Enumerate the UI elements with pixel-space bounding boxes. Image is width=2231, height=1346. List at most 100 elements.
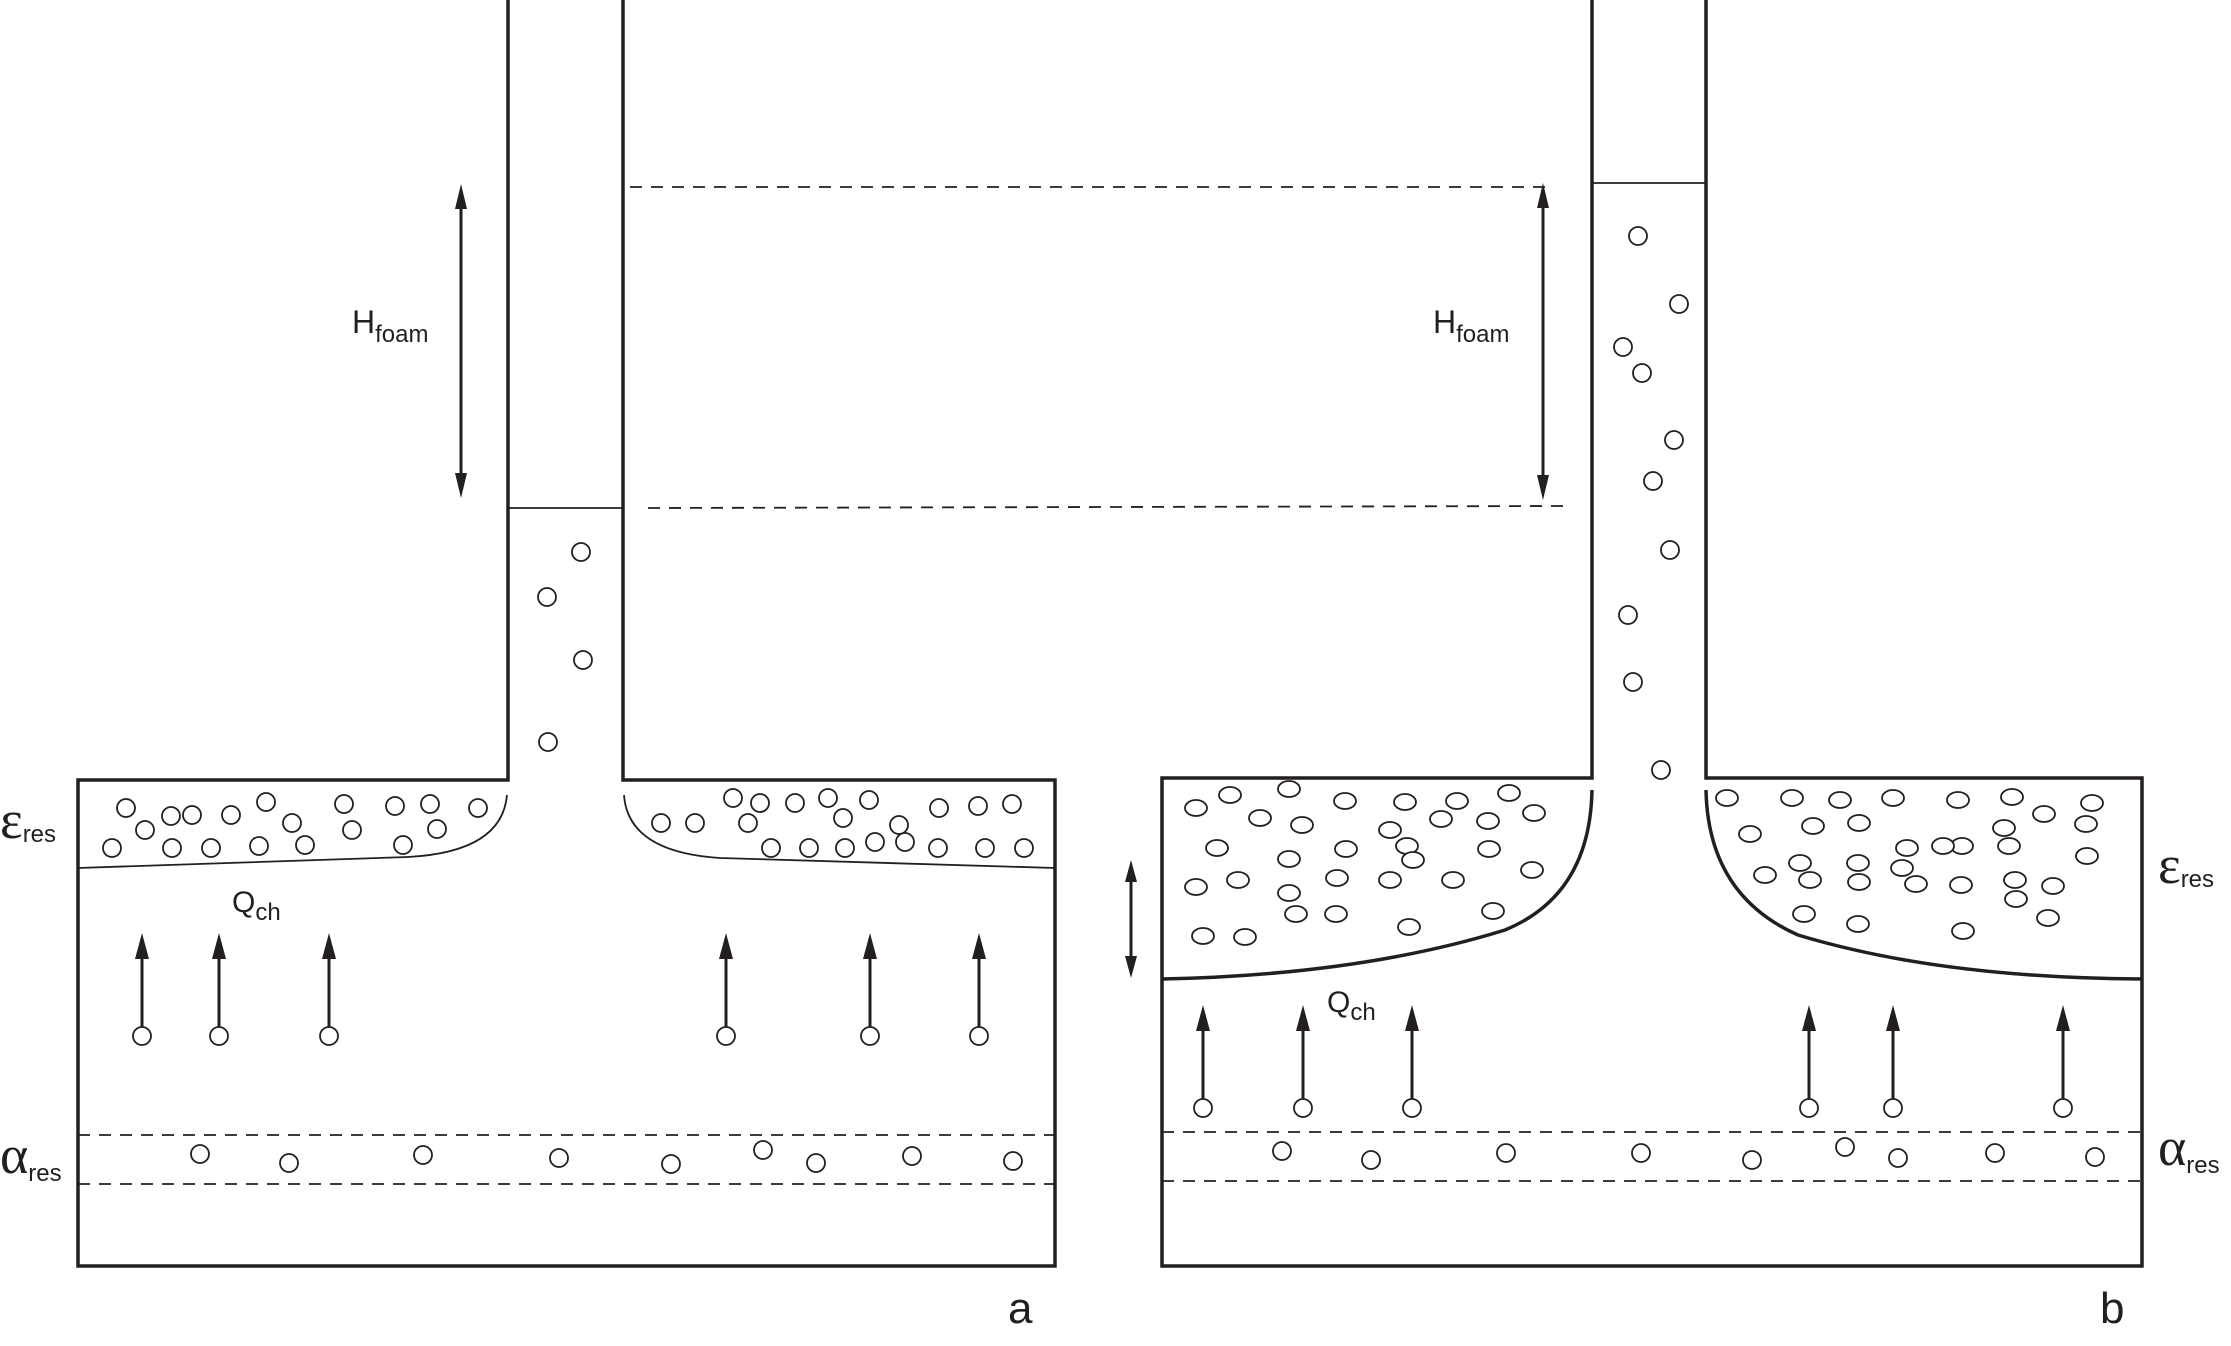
foam-a-left-boundary <box>77 794 508 869</box>
liquid-bubble <box>549 1148 569 1168</box>
foam-bubble <box>1946 791 1970 809</box>
foam-bubble <box>2000 788 2024 806</box>
foam-bubble <box>1846 854 1870 872</box>
liquid-bubble <box>661 1154 681 1174</box>
foam-bubble <box>2036 909 2060 927</box>
liquid-bubble <box>1742 1150 1762 1170</box>
foam-bubble <box>1014 838 1034 858</box>
foam-a-right-boundary <box>623 794 1056 869</box>
foam-bubble <box>1931 837 1955 855</box>
liquid-bubble <box>279 1153 299 1173</box>
foam-bubble <box>1828 791 1852 809</box>
foam-bubble <box>1715 789 1739 807</box>
chimney-bubble <box>1623 672 1643 692</box>
foam-bubble <box>2080 794 2104 812</box>
foam-bubble <box>385 796 405 816</box>
foam-bubble <box>182 805 202 825</box>
foam-bubble <box>1477 840 1501 858</box>
foam-bubble <box>895 832 915 852</box>
foam-bubble <box>889 815 909 835</box>
chimney-bubble <box>1613 337 1633 357</box>
foam-bubble <box>865 832 885 852</box>
foam-bubble <box>1792 905 1816 923</box>
foam-bubble <box>1284 905 1308 923</box>
foam-bubble <box>833 808 853 828</box>
liquid-bubble <box>413 1145 433 1165</box>
liquid-bubble <box>1888 1148 1908 1168</box>
chimney-bubble <box>1664 430 1684 450</box>
foam-bubble <box>1445 792 1469 810</box>
liquid-bubble <box>1631 1143 1651 1163</box>
foam-bubble <box>929 798 949 818</box>
foam-bubble <box>1949 876 1973 894</box>
panel-label-a: a <box>1008 1284 1033 1333</box>
foam-bubble <box>2003 871 2027 889</box>
foam-bubble <box>785 793 805 813</box>
rising-bubble-arrow <box>132 933 152 1046</box>
foam-bubble <box>102 838 122 858</box>
foam-bubble <box>1277 850 1301 868</box>
foam-bubble <box>685 813 705 833</box>
foam-bubble <box>1184 878 1208 896</box>
liquid-bubble <box>806 1153 826 1173</box>
rising-bubble-arrow <box>1193 1005 1213 1118</box>
foam-b-right-boundary <box>1704 789 2143 981</box>
bubbles-b <box>1184 226 2105 1170</box>
foam-bubble <box>1205 839 1229 857</box>
chimney-bubble <box>537 587 557 607</box>
chimney-bubble <box>1618 605 1638 625</box>
foam-bubble <box>1481 902 1505 920</box>
foam-bubble <box>818 788 838 808</box>
foam-bubble <box>1847 873 1871 891</box>
foam-bubble <box>393 835 413 855</box>
dashed-line-bottom-a <box>647 505 1566 509</box>
foam-bubble <box>201 838 221 858</box>
eps-res-label-b: εres <box>2158 835 2214 895</box>
vessel-a-outline <box>76 0 1057 1268</box>
foam-bubble <box>1520 861 1544 879</box>
rising-bubble-arrow <box>1799 1005 1819 1118</box>
alpha-res-label-a: αres <box>0 1125 62 1187</box>
panel-label-b: b <box>2100 1284 2124 1333</box>
foam-bubble <box>1277 780 1301 798</box>
foam-bubble <box>1233 928 1257 946</box>
liquid-bubble <box>190 1144 210 1164</box>
rising-bubble-arrow <box>319 933 339 1046</box>
foam-bubble <box>1780 789 1804 807</box>
foam-bubble <box>468 798 488 818</box>
foam-bubble <box>2041 877 2065 895</box>
foam-bubble <box>2032 805 2056 823</box>
foam-bubble <box>1191 927 1215 945</box>
foam-thickness-arrow-b <box>1125 860 1137 978</box>
foam-bubble <box>282 813 302 833</box>
foam-bubble <box>1248 809 1272 827</box>
liquid-bubble <box>1985 1143 2005 1163</box>
liquid-bubble <box>2085 1147 2105 1167</box>
foam-bubble <box>342 820 362 840</box>
foam-bubble <box>427 819 447 839</box>
chimney-bubble <box>1651 760 1671 780</box>
rising-bubble-arrow <box>1293 1005 1313 1118</box>
foam-bubble <box>723 788 743 808</box>
foam-bubble <box>135 820 155 840</box>
q-ch-label-a: Qch <box>232 886 281 926</box>
foam-bubble <box>1401 851 1425 869</box>
foam-bubble <box>2075 847 2099 865</box>
foam-bubble <box>1788 854 1812 872</box>
rising-bubble-arrows-b <box>1193 1005 2073 1118</box>
eps-res-label-a: εres <box>0 790 56 850</box>
foam-bubble <box>1397 918 1421 936</box>
foam-bubble <box>761 838 781 858</box>
rising-bubble-arrow <box>1402 1005 1422 1118</box>
foam-bubble <box>161 806 181 826</box>
foam-bubble <box>1393 793 1417 811</box>
liquid-bubble <box>1361 1150 1381 1170</box>
q-ch-label-b: Qch <box>1327 986 1376 1026</box>
foam-bubble <box>1951 922 1975 940</box>
bubbles-a <box>102 542 1034 1174</box>
foam-bubble <box>1277 884 1301 902</box>
chimney-bubble <box>1632 363 1652 383</box>
rising-bubble-arrow <box>860 933 880 1046</box>
foam-bubble <box>1184 799 1208 817</box>
foam-bubble <box>249 836 269 856</box>
